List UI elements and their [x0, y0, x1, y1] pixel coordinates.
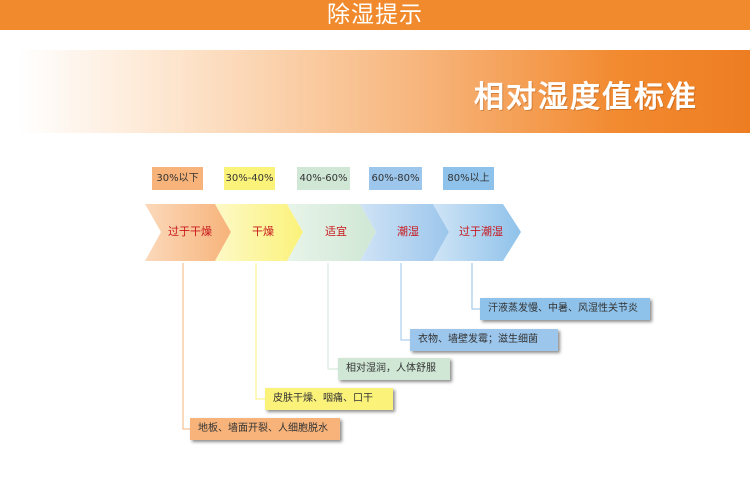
- effect-box-2: 相对湿润，人体舒服: [338, 358, 450, 380]
- top-title: 除湿提示: [327, 2, 423, 28]
- header-band: 相对湿度值标准: [18, 50, 750, 133]
- connector-line-1: [255, 263, 265, 400]
- range-box-4: 80%以上: [443, 167, 494, 190]
- effect-box-3: 衣物、墙壁发霉；滋生细菌: [410, 329, 558, 351]
- chevron-arrow-3: [360, 204, 449, 261]
- level-label-1: 干燥: [252, 225, 274, 238]
- header-title: 相对湿度值标准: [474, 80, 698, 115]
- level-label-3: 潮湿: [397, 225, 419, 238]
- top-banner: 除湿提示: [0, 0, 750, 30]
- level-label-0: 过于干燥: [168, 225, 212, 238]
- chevron-arrow-2: [287, 204, 376, 261]
- chevron-arrow-1: [215, 204, 303, 261]
- effect-box-0: 地板、墙面开裂、人细胞脱水: [190, 418, 340, 440]
- chevron-arrow-0: [145, 204, 231, 261]
- effect-box-4: 汗液蒸发慢、中暑、风湿性关节炎: [480, 298, 650, 320]
- connector-line-0: [182, 263, 190, 430]
- range-box-2: 40%-60%: [297, 167, 350, 190]
- connector-line-3: [400, 263, 410, 341]
- level-label-2: 适宜: [325, 225, 347, 238]
- connector-line-2: [327, 263, 338, 370]
- chevron-arrow-4: [433, 204, 521, 261]
- range-box-1: 30%-40%: [224, 167, 275, 190]
- connector-line-4: [471, 263, 480, 310]
- level-label-4: 过于潮湿: [459, 225, 503, 238]
- range-box-3: 60%-80%: [369, 167, 422, 190]
- effect-box-1: 皮肤干燥、咽痛、口干: [265, 388, 393, 410]
- range-box-0: 30%以下: [152, 167, 203, 190]
